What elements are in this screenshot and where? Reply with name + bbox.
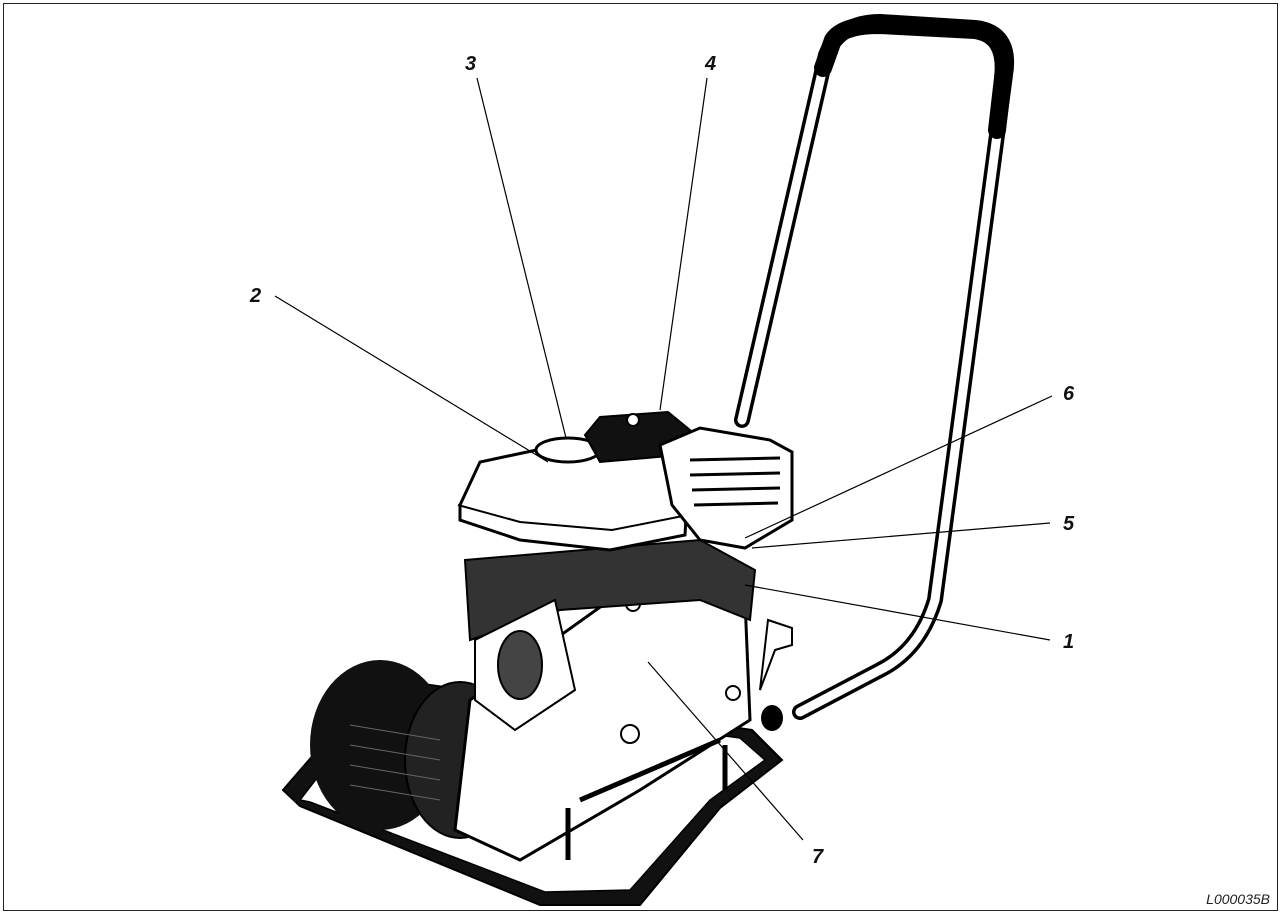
leader-line-6 [744, 395, 1053, 539]
callout-6: 6 [1063, 383, 1075, 405]
callout-7: 7 [812, 846, 824, 868]
callout-3: 3 [465, 53, 476, 75]
figure-reference-code: L000035B [1206, 891, 1270, 907]
fuel-tank-seam [457, 504, 689, 532]
callout-1: 1 [1063, 631, 1074, 653]
leader-line-5 [751, 522, 1051, 549]
throttle-lever [759, 618, 793, 691]
callout-2: 2 [249, 285, 261, 307]
callout-5: 5 [1063, 513, 1075, 535]
drum-fins [349, 724, 441, 801]
callout-4: 4 [704, 53, 716, 75]
leader-line-2 [274, 295, 549, 463]
leader-line-3 [476, 77, 567, 439]
rear-mount [565, 737, 728, 860]
figure-frame [3, 3, 1278, 911]
housing-bolt [725, 685, 741, 701]
leader-line-1 [744, 584, 1051, 641]
leader-line-7 [647, 661, 804, 841]
leader-line-4 [659, 77, 708, 411]
handle-grip [814, 15, 1013, 139]
handle-pivot [761, 705, 783, 731]
leader-lines [274, 77, 1053, 841]
air-cleaner-wingnut [626, 413, 640, 427]
muffler-slots [689, 456, 781, 507]
starter-pulley [497, 630, 543, 700]
housing-bolt [620, 724, 640, 744]
